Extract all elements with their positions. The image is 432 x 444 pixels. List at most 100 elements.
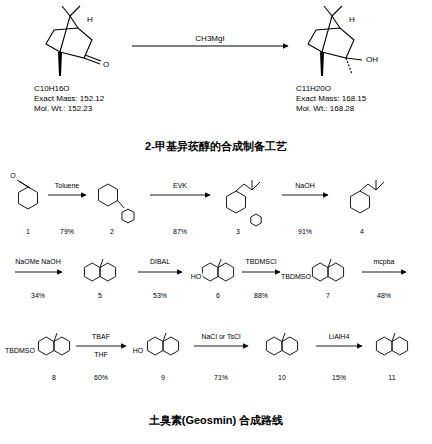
scheme-label: H (86, 16, 94, 25)
reaction-arrow (362, 272, 406, 273)
bond (236, 182, 260, 191)
ring (350, 191, 369, 213)
scheme-label: Toluene (54, 182, 81, 190)
molecule-box: C10H16OExact Mass: 152.12Mol. Wt.: 152.2… (30, 6, 128, 114)
formula-text: C10H16O (34, 84, 124, 94)
scheme-title: 2-甲基异莰醇的合成制备工艺 (144, 140, 288, 152)
bond (19, 181, 30, 188)
formula-text: Exact Mass: 168.15 (296, 94, 386, 104)
scheme-label: 34% (30, 292, 46, 300)
reaction-arrow (15, 272, 62, 273)
reaction-arrow (132, 46, 288, 47)
ring (392, 337, 408, 355)
scheme-label: 7 (325, 292, 331, 300)
scheme-label: 88% (253, 292, 269, 300)
geosmin-scheme (15, 180, 408, 355)
scheme-label: 6 (215, 292, 221, 300)
scheme-label: O (102, 61, 110, 70)
scheme-label: O (9, 172, 16, 180)
ring (98, 184, 117, 206)
reagent-label: CH3MgI (194, 34, 225, 43)
scheme-label: NaCl or TsCl (200, 333, 241, 341)
scheme-label: 91% (297, 228, 313, 236)
ring (54, 337, 70, 355)
bond (376, 180, 377, 190)
reaction-arrow (138, 272, 182, 273)
scheme-label: TBDMSO (4, 347, 36, 355)
ring (38, 337, 54, 355)
ring (84, 263, 100, 281)
scheme-label: TBAF (91, 333, 111, 341)
ring (251, 214, 261, 226)
structure-space (296, 6, 386, 84)
scheme-label: HO (190, 273, 203, 281)
reaction-arrow (242, 272, 280, 273)
scheme-label: 87% (172, 228, 188, 236)
methyl-bond (163, 333, 166, 342)
scheme-label: OH (365, 56, 379, 65)
scheme-label: 5 (97, 292, 103, 300)
scheme-label: 1 (25, 228, 31, 236)
scheme-label: HO (132, 347, 145, 355)
scheme-label: 4 (359, 228, 365, 236)
scheme-label: 3 (235, 228, 241, 236)
wedge-bond (320, 52, 324, 76)
reaction-arrow (150, 195, 210, 196)
ring (202, 263, 218, 281)
formula-text: C11H20O (296, 84, 386, 94)
scheme-label: 10 (277, 374, 287, 382)
ring (328, 263, 344, 281)
bond (252, 180, 253, 190)
ring (282, 337, 298, 355)
scheme-label: 71% (213, 374, 229, 382)
bond (117, 200, 124, 208)
ring (18, 187, 37, 209)
ring (122, 209, 134, 223)
scheme-label: NaOH (294, 182, 315, 190)
scheme-label: 9 (160, 374, 166, 382)
reaction-arrow (194, 346, 248, 347)
scheme-label: 2 (109, 228, 115, 236)
structure-space (34, 6, 124, 84)
scheme-label: NaOMe NaOH (14, 258, 62, 266)
methyl-bond (218, 259, 221, 268)
scheme-label: TBDMSO (280, 273, 312, 281)
ring (163, 337, 179, 355)
scheme-label: mcpba (372, 258, 395, 266)
scheme-label: H (348, 16, 356, 25)
scheme-title: 土臭素(Geosmin) 合成路线 (148, 414, 284, 426)
bond (360, 182, 384, 191)
methyl-bond (328, 259, 331, 268)
scheme-label: 60% (93, 374, 109, 382)
methyl-bond (392, 333, 395, 342)
reaction-arrow (282, 195, 328, 196)
reaction-arrow (76, 346, 126, 347)
reaction-arrow (316, 346, 362, 347)
scheme-label: 48% (376, 292, 392, 300)
scheme-label: 79% (59, 228, 75, 236)
scheme-label: DIBAL (149, 258, 171, 266)
scheme-label: EVK (172, 182, 188, 190)
scheme-label: 53% (152, 292, 168, 300)
formula-text: Mol. Wt.: 152.23 (34, 104, 124, 114)
methyl-bond (100, 259, 103, 268)
ring (218, 263, 234, 281)
scheme-label: 15% (331, 374, 347, 382)
scheme-label: TBDMSCl (244, 258, 277, 266)
reaction-arrow (48, 195, 86, 196)
ring (226, 191, 245, 213)
scheme-label: LiAlH4 (328, 333, 351, 341)
ring (376, 337, 392, 355)
methyl-bond (282, 333, 285, 342)
scheme-label: THF (93, 351, 109, 359)
formula-text: Mol. Wt.: 168.28 (296, 104, 386, 114)
ring (266, 337, 282, 355)
scheme-label: 8 (51, 374, 57, 382)
wedge-bond (58, 52, 62, 76)
camphor-structure (46, 6, 101, 64)
formula-text: Exact Mass: 152.12 (34, 94, 124, 104)
ring (147, 337, 163, 355)
ring (312, 263, 328, 281)
